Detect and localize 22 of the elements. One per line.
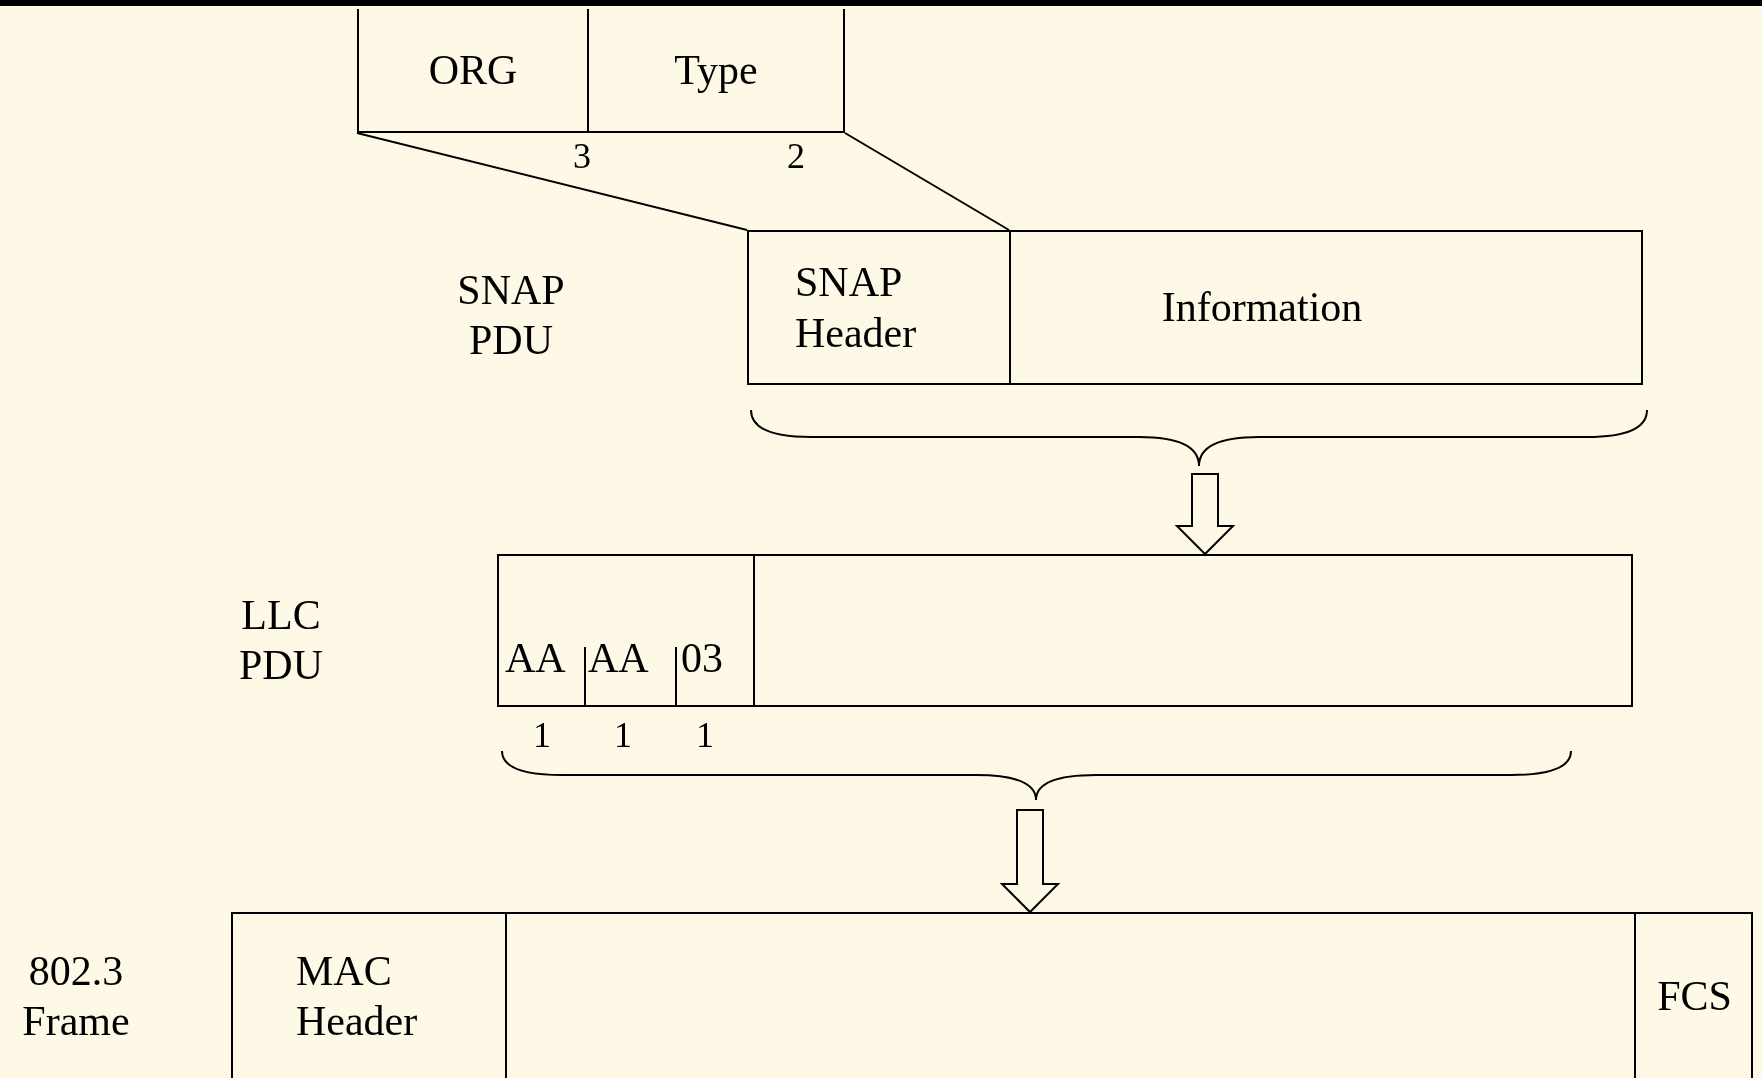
connector-line [356, 132, 748, 231]
field-label: Type [674, 45, 758, 95]
byte-count: 1 [532, 714, 552, 758]
layer-label: 802.3 Frame [21, 946, 131, 1046]
byte-count: 1 [613, 714, 633, 758]
field-label: Information [1161, 283, 1363, 333]
layer-label: SNAP PDU [456, 265, 566, 365]
hollow-arrow [999, 809, 1061, 914]
field-label: ORG [428, 45, 518, 95]
layer-label: LLC PDU [238, 590, 324, 690]
byte-count: 3 [572, 135, 592, 179]
field-label: AA [505, 633, 566, 683]
field-label: 03 [681, 633, 723, 683]
hollow-arrow [1174, 473, 1236, 556]
connector-line [844, 132, 1010, 231]
byte-count: 2 [786, 135, 806, 179]
field-label: MAC Header [296, 946, 419, 1046]
frame-box [747, 230, 1643, 385]
field-label: AA [588, 633, 649, 683]
field-label: SNAP Header [795, 258, 918, 358]
byte-count: 1 [695, 714, 715, 758]
field-label: FCS [1657, 971, 1732, 1021]
